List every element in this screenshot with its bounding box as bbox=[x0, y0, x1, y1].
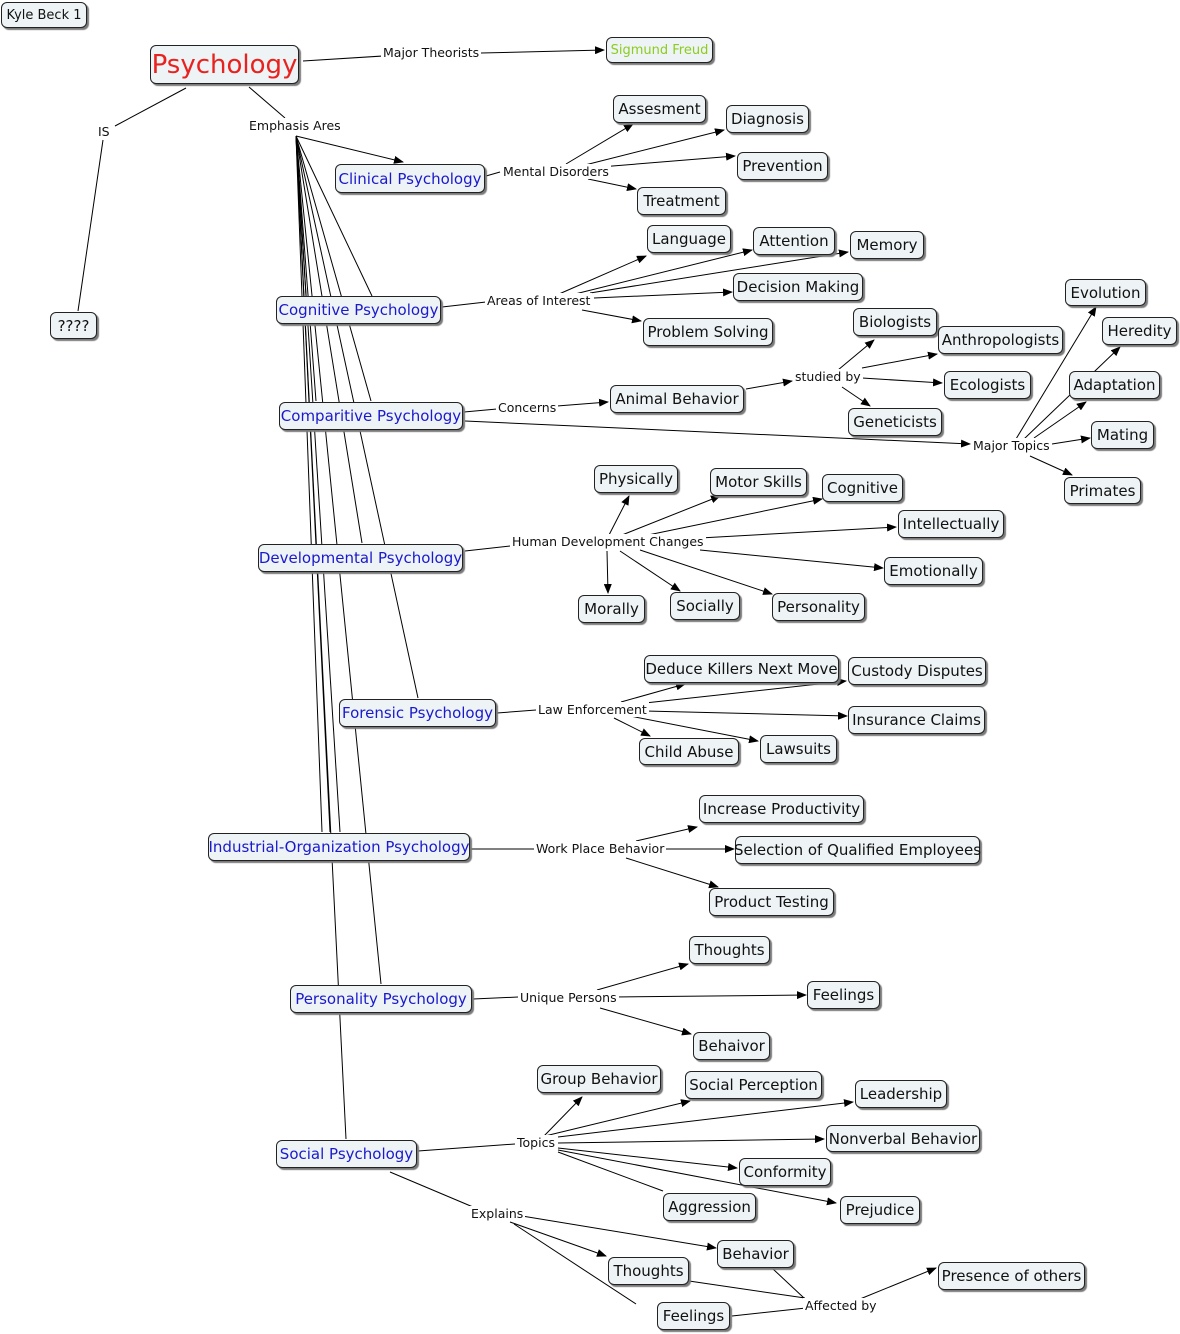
link-topics: Topics bbox=[515, 1135, 557, 1150]
morally-node[interactable]: Morally bbox=[578, 595, 645, 623]
link-major-topics: Major Topics bbox=[971, 438, 1052, 453]
nonverbal-behavior-node[interactable]: Nonverbal Behavior bbox=[826, 1125, 980, 1152]
link-work-place: Work Place Behavior bbox=[534, 841, 667, 856]
child-abuse-node[interactable]: Child Abuse bbox=[639, 738, 739, 765]
lawsuits-node[interactable]: Lawsuits bbox=[760, 735, 837, 763]
selection-employees-node[interactable]: Selection of Qualified Employees bbox=[734, 836, 981, 864]
group-behavior-node[interactable]: Group Behavior bbox=[537, 1065, 661, 1093]
cognitive-psychology-node[interactable]: Cognitive Psychology bbox=[276, 296, 441, 324]
socially-node[interactable]: Socially bbox=[670, 592, 740, 620]
deduce-killers-node[interactable]: Deduce Killers Next Move bbox=[644, 655, 839, 683]
link-unique-persons: Unique Persons bbox=[518, 990, 619, 1005]
link-is: IS bbox=[96, 124, 112, 139]
aggression-node[interactable]: Aggression bbox=[663, 1193, 756, 1221]
leadership-node[interactable]: Leadership bbox=[855, 1080, 947, 1108]
conformity-node[interactable]: Conformity bbox=[739, 1158, 831, 1186]
author-node[interactable]: Kyle Beck 1 bbox=[1, 2, 87, 28]
comparitive-psychology-node[interactable]: Comparitive Psychology bbox=[279, 402, 463, 430]
link-areas-of-interest: Areas of Interest bbox=[485, 293, 593, 308]
prevention-node[interactable]: Prevention bbox=[737, 152, 828, 180]
sigmund-freud-node[interactable]: Sigmund Freud bbox=[606, 37, 713, 63]
social-psychology-node[interactable]: Social Psychology bbox=[276, 1140, 417, 1168]
developmental-psychology-node[interactable]: Developmental Psychology bbox=[258, 544, 463, 572]
link-law-enforcement: Law Enforcement bbox=[536, 702, 649, 717]
intellectually-node[interactable]: Intellectually bbox=[898, 510, 1004, 538]
problem-solving-node[interactable]: Problem Solving bbox=[643, 318, 773, 346]
ecologists-node[interactable]: Ecologists bbox=[944, 371, 1031, 399]
feelings-node[interactable]: Feelings bbox=[807, 981, 880, 1009]
unknown-node[interactable]: ???? bbox=[50, 312, 97, 339]
presence-of-others-node[interactable]: Presence of others bbox=[938, 1262, 1085, 1290]
personality-dev-node[interactable]: Personality bbox=[772, 593, 865, 621]
link-studied-by: studied by bbox=[793, 369, 863, 384]
emotionally-node[interactable]: Emotionally bbox=[884, 557, 983, 585]
personality-psychology-node[interactable]: Personality Psychology bbox=[290, 985, 472, 1013]
link-mental-disorders: Mental Disorders bbox=[501, 164, 611, 179]
thoughts-node[interactable]: Thoughts bbox=[689, 936, 770, 964]
adaptation-node[interactable]: Adaptation bbox=[1069, 371, 1160, 399]
link-major-theorists: Major Theorists bbox=[381, 45, 482, 60]
evolution-node[interactable]: Evolution bbox=[1065, 279, 1146, 306]
biologists-node[interactable]: Biologists bbox=[853, 308, 937, 336]
custody-disputes-node[interactable]: Custody Disputes bbox=[848, 657, 986, 685]
treatment-node[interactable]: Treatment bbox=[637, 187, 726, 215]
animal-behavior-node[interactable]: Animal Behavior bbox=[610, 385, 744, 413]
decision-making-node[interactable]: Decision Making bbox=[733, 273, 863, 301]
physically-node[interactable]: Physically bbox=[594, 465, 678, 493]
assesment-node[interactable]: Assesment bbox=[613, 95, 706, 123]
mating-node[interactable]: Mating bbox=[1091, 421, 1154, 449]
forensic-psychology-node[interactable]: Forensic Psychology bbox=[339, 699, 496, 727]
behavior-node[interactable]: Behavior bbox=[717, 1240, 794, 1268]
link-emphasis: Emphasis Ares bbox=[247, 118, 343, 133]
prejudice-node[interactable]: Prejudice bbox=[840, 1196, 920, 1224]
product-testing-node[interactable]: Product Testing bbox=[709, 888, 834, 916]
primates-node[interactable]: Primates bbox=[1064, 477, 1141, 504]
link-concerns: Concerns bbox=[496, 400, 559, 415]
social-perception-node[interactable]: Social Perception bbox=[685, 1071, 822, 1099]
link-affected-by: Affected by bbox=[803, 1298, 879, 1313]
explains-feelings-node[interactable]: Feelings bbox=[657, 1302, 730, 1330]
link-explains: Explains bbox=[469, 1206, 526, 1221]
attention-node[interactable]: Attention bbox=[753, 227, 835, 255]
increase-productivity-node[interactable]: Increase Productivity bbox=[699, 795, 864, 823]
insurance-claims-node[interactable]: Insurance Claims bbox=[848, 706, 985, 734]
diagnosis-node[interactable]: Diagnosis bbox=[726, 105, 809, 133]
industrial-organization-psychology-node[interactable]: Industrial-Organization Psychology bbox=[208, 833, 470, 861]
psychology-root-node[interactable]: Psychology bbox=[150, 45, 299, 84]
heredity-node[interactable]: Heredity bbox=[1102, 317, 1177, 345]
cognitive-dev-node[interactable]: Cognitive bbox=[822, 474, 903, 502]
link-human-development: Human Development Changes bbox=[510, 534, 706, 549]
anthropologists-node[interactable]: Anthropologists bbox=[938, 326, 1063, 354]
behaivor-node[interactable]: Behaivor bbox=[693, 1032, 770, 1060]
memory-node[interactable]: Memory bbox=[850, 231, 924, 259]
motor-skills-node[interactable]: Motor Skills bbox=[710, 468, 807, 496]
explains-thoughts-node[interactable]: Thoughts bbox=[608, 1257, 689, 1285]
language-node[interactable]: Language bbox=[647, 225, 731, 253]
clinical-psychology-node[interactable]: Clinical Psychology bbox=[335, 164, 485, 193]
geneticists-node[interactable]: Geneticists bbox=[848, 408, 942, 436]
